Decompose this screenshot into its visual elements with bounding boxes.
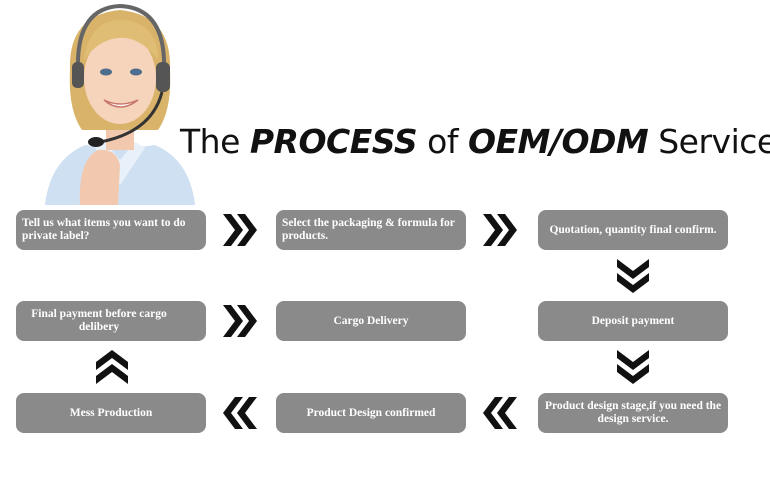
title-text: Service	[648, 122, 770, 161]
step-label: Select the packaging & formula for produ…	[282, 217, 455, 242]
chevron-down-icon	[613, 347, 653, 387]
page-title: The PROCESS of OEM/ODM Service	[180, 122, 770, 161]
chevron-up-icon	[92, 347, 132, 387]
chevron-left-icon	[220, 393, 260, 433]
step-label: Deposit payment	[591, 314, 675, 327]
step-box: Quotation, quantity final confirm.	[538, 210, 728, 250]
step-box: Product Design confirmed	[276, 393, 466, 433]
title-text: The	[180, 122, 250, 161]
step-box: Deposit payment	[538, 301, 728, 341]
title-text: PROCESS	[249, 122, 418, 161]
step-box: Final payment before cargo delibery	[16, 301, 206, 341]
step-box: Cargo Delivery	[276, 301, 466, 341]
step-box: Product design stage,if you need the des…	[538, 393, 728, 433]
step-label: Mess Production	[69, 406, 153, 419]
chevron-right-icon	[480, 210, 520, 250]
step-box: Select the packaging & formula for produ…	[276, 210, 466, 250]
title-text: of	[417, 122, 468, 161]
headset-agent-photo	[45, 3, 195, 205]
step-label: Quotation, quantity final confirm.	[549, 223, 717, 236]
step-label: Product Design confirmed	[306, 406, 436, 419]
step-label: Tell us what items you want to do privat…	[22, 217, 186, 242]
step-label: Final payment before cargo delibery	[31, 308, 167, 333]
chevron-left-icon	[480, 393, 520, 433]
step-box: Mess Production	[16, 393, 206, 433]
chevron-down-icon	[613, 256, 653, 296]
chevron-right-icon	[220, 210, 260, 250]
step-label: Cargo Delivery	[333, 314, 409, 327]
title-text: OEM/ODM	[467, 122, 649, 161]
chevron-right-icon	[220, 301, 260, 341]
step-box: Tell us what items you want to do privat…	[16, 210, 206, 250]
step-label: Product design stage,if you need the des…	[544, 400, 722, 425]
